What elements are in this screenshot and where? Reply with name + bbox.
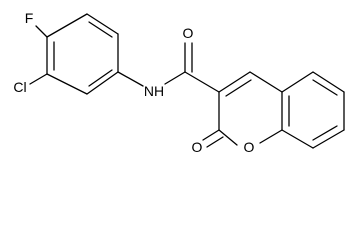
chemical-structure: F Cl NH O O O [13,10,345,155]
amide-linkage [164,42,220,93]
chlorine-label: Cl [13,79,26,95]
fluorine-label: F [25,10,34,26]
chlorine-bond [29,73,48,85]
lactone-carbonyl-oxygen-label: O [192,139,203,155]
benzo-ring [281,71,345,149]
fluorochlorophenyl-ring [46,13,119,95]
fluorine-bond [35,25,48,38]
pyranone-ring [202,71,283,148]
ring-oxygen-label: O [244,139,255,155]
aryl-nitrogen-bond [117,71,144,87]
amide-nitrogen-label: NH [144,83,164,99]
amide-oxygen-label: O [183,25,194,41]
